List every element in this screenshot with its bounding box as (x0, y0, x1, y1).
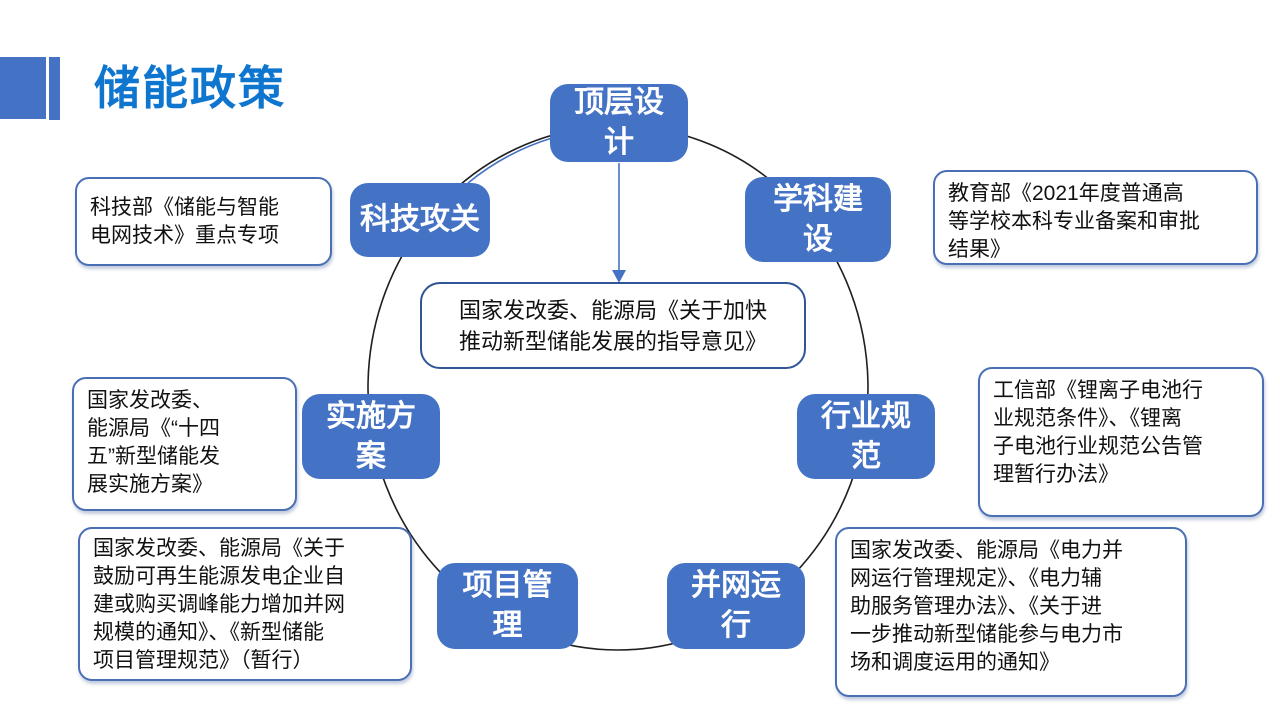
node-subject-building: 学科建 设 (745, 177, 891, 262)
page-title: 储能政策 (94, 62, 286, 114)
policy-box-project-management: 国家发改委、能源局《关于 鼓励可再生能源发电企业自 建或购买调峰能力增加并网 规… (78, 527, 412, 681)
node-project-management: 项目管 理 (437, 563, 578, 649)
policy-box-education-ministry: 教育部《2021年度普通高 等学校本科专业备案和审批 结果》 (933, 170, 1258, 265)
title-accent-square (0, 57, 46, 119)
policy-box-miit-standards: 工信部《锂离子电池行 业规范条件》、《锂离 子电池行业规范公告管 理暂行办法》 (978, 367, 1264, 517)
node-grid-operation: 并网运 行 (667, 563, 805, 649)
cycle-arc-blue (467, 137, 553, 184)
node-top-design: 顶层设 计 (550, 84, 688, 162)
center-arrow-head (612, 270, 626, 283)
node-implementation-plan: 实施方 案 (302, 394, 440, 479)
title-accent-bar (49, 57, 60, 120)
policy-box-grid-operation: 国家发改委、能源局《电力并 网运行管理规定》、《电力辅 助服务管理办法》、《关于… (835, 527, 1187, 697)
center-policy-note: 国家发改委、能源局《关于加快 推动新型储能发展的指导意见》 (420, 282, 806, 369)
node-tech-research: 科技攻关 (350, 183, 490, 257)
policy-box-implementation-plan: 国家发改委、 能源局《“十四 五”新型储能发 展实施方案》 (72, 377, 297, 511)
node-industry-standard: 行业规 范 (797, 394, 935, 479)
policy-box-tech-ministry: 科技部《储能与智能 电网技术》重点专项 (75, 177, 332, 266)
